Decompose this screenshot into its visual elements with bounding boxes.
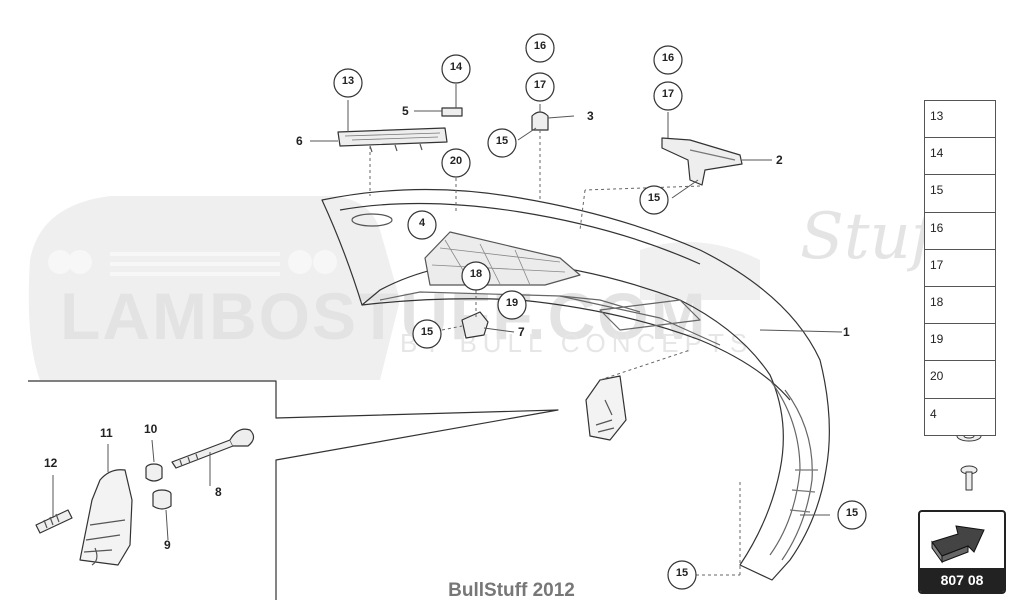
label-5: 5 [402,104,409,118]
callout-16: 16 [533,40,547,52]
watermark-text: LAMBOSTUFF.COM [60,279,708,353]
legend-row: 20 [924,360,996,398]
legend-number: 15 [930,183,944,198]
legend-number: 19 [930,332,944,347]
arrow-icon [931,525,985,564]
watermark-subtext: BY BULL CONCEPTS [400,328,754,358]
callout-17b: 17 [661,88,675,100]
part-9-bush [152,489,172,510]
callout-4: 4 [418,217,426,229]
mounting-bracket [585,375,627,441]
legend-row: 17 [924,248,996,286]
bumper-cover [321,188,830,581]
part-12-bolt [35,509,73,534]
fastener-legend: 13 14 15 16 17 18 19 20 4 [924,100,996,436]
label-6: 6 [296,134,303,148]
label-7: 7 [518,325,525,339]
legend-row: 4 [924,397,996,436]
label-12: 12 [44,456,58,470]
legend-row: 13 [924,100,996,138]
callout-19: 19 [505,297,519,309]
legend-row: 19 [924,323,996,361]
copyright-footer: BullStuff 2012 [448,580,575,601]
dashed-guides [369,130,741,576]
detail-frame [28,380,559,600]
part-2-bracket [661,137,743,186]
callout-15a: 15 [495,135,509,147]
callout-17: 17 [533,79,547,91]
part-5-clip [441,107,463,117]
part-3-clip [531,111,549,131]
label-9: 9 [164,538,171,552]
part-7-bracket [461,311,489,339]
part-11-bracket [79,469,133,566]
callout-15b: 15 [647,192,661,204]
callout-14: 14 [449,61,463,73]
legend-row: 14 [924,137,996,175]
callout-16b: 16 [661,52,675,64]
legend-number: 4 [930,406,937,421]
legend-number: 13 [930,109,944,123]
callout-15e: 15 [675,567,689,579]
label-1: 1 [843,325,850,339]
label-3: 3 [587,109,594,123]
legend-number: 14 [930,146,944,161]
legend-number: 20 [930,369,944,384]
legend-number: 17 [930,257,944,272]
label-10: 10 [144,422,158,436]
part-6-strip [337,127,448,153]
label-2: 2 [776,153,783,167]
label-11: 11 [100,426,113,440]
legend-number: 16 [930,220,944,235]
part-8-tow-eye [171,428,255,469]
part-10-bush [145,463,163,482]
callout-13: 13 [341,75,355,87]
callout-20: 20 [449,155,463,167]
leader-lines [52,84,843,541]
callout-18: 18 [469,268,483,280]
callout-circles [333,33,867,590]
rivet-icon [960,465,978,491]
page-number-box: 807 08 [918,510,1006,594]
legend-number: 18 [930,294,944,309]
legend-row: 16 [924,211,996,249]
callout-15d: 15 [845,507,859,519]
callout-15c: 15 [420,326,434,338]
legend-row: 15 [924,174,996,212]
label-8: 8 [215,485,222,499]
legend-row: 18 [924,285,996,324]
page-number: 807 08 [920,568,1004,592]
